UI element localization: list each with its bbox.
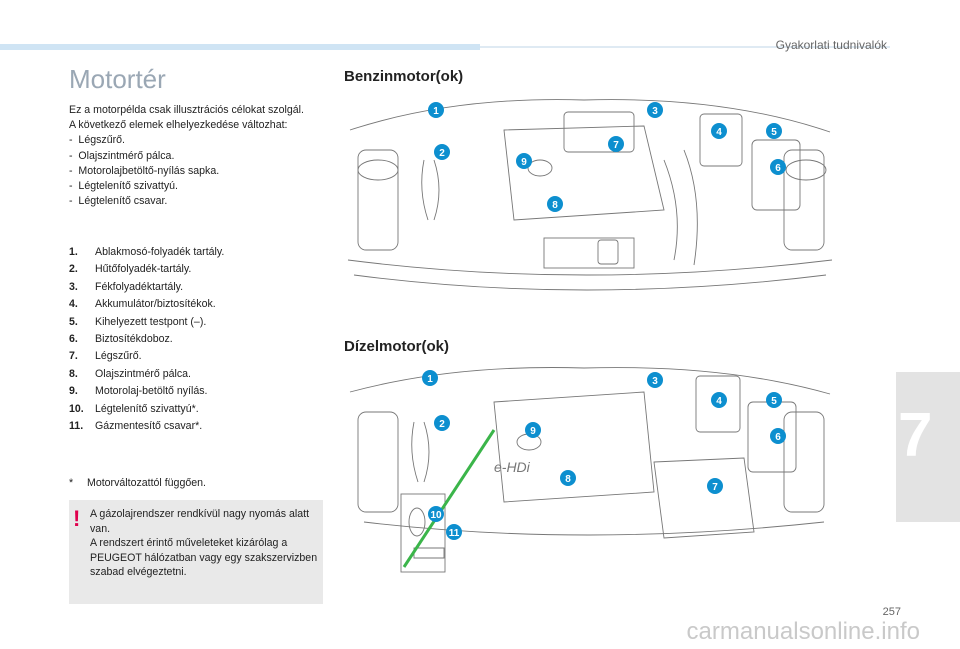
warning-icon: ! xyxy=(73,506,81,531)
intro-line-1: Ez a motorpélda csak illusztrációs célok… xyxy=(69,104,304,116)
list-item: 11.Gázmentesítő csavar*. xyxy=(69,419,203,432)
header-bar xyxy=(0,44,480,50)
list-item: 6.Biztosítékdoboz. xyxy=(69,332,173,345)
intro-text: Ez a motorpélda csak illusztrációs célok… xyxy=(69,103,329,209)
list-item: 3.Fékfolyadéktartály. xyxy=(69,280,184,293)
diesel-engine-illustration: e-HDi 1 2 3 4 5 6 7 8 9 10 11 xyxy=(349,367,831,573)
header-rule xyxy=(480,46,890,48)
list-item: 7.Légszűrő. xyxy=(69,350,142,363)
callout-badge xyxy=(770,159,786,175)
intro-item: - Légszűrő. xyxy=(69,134,125,147)
intro-item: - Olajszintmérő pálca. xyxy=(69,149,175,162)
intro-line-2: A következő elemek elhelyezkedése változ… xyxy=(69,119,288,132)
callout-badge xyxy=(434,415,450,431)
svg-text:1: 1 xyxy=(433,106,439,117)
callout-badge xyxy=(608,136,624,152)
footnote: *Motorváltozattól függően. xyxy=(69,477,206,489)
list-item: 1.Ablakmosó-folyadék tartály. xyxy=(69,246,225,258)
diesel-callouts: 1 2 3 4 5 6 7 8 9 10 11 xyxy=(422,370,786,540)
diesel-heading: Dízelmotor(ok) xyxy=(344,338,449,355)
chapter-number: 7 xyxy=(898,401,933,470)
callout-badge xyxy=(647,102,663,118)
callout-badge xyxy=(428,102,444,118)
svg-text:7: 7 xyxy=(712,482,718,493)
callout-badge xyxy=(446,524,462,540)
svg-text:9: 9 xyxy=(530,426,536,437)
list-item: 2.Hűtőfolyadék-tartály. xyxy=(69,263,192,276)
svg-text:8: 8 xyxy=(552,200,558,211)
callout-badge xyxy=(422,370,438,386)
svg-text:1: 1 xyxy=(427,374,433,385)
chapter-tab xyxy=(896,372,960,522)
callout-badge xyxy=(428,506,444,522)
svg-text:7: 7 xyxy=(613,140,619,151)
bumper-line xyxy=(347,259,833,276)
svg-text:4: 4 xyxy=(716,127,722,138)
list-item: 5.Kihelyezett testpont (–). xyxy=(69,315,207,328)
callout-badge xyxy=(647,372,663,388)
list-item: 10.Légtelenítő szivattyú*. xyxy=(69,402,199,415)
svg-text:2: 2 xyxy=(439,148,445,159)
svg-text:6: 6 xyxy=(775,432,781,443)
watermark: carmanualsonline.info xyxy=(686,618,920,645)
callout-badge xyxy=(711,123,727,139)
component-list: 1.Ablakmosó-folyadék tartály. 2.Hűtőfoly… xyxy=(69,246,319,437)
callout-badge xyxy=(434,144,450,160)
svg-text:11: 11 xyxy=(449,528,460,539)
callout-badge xyxy=(766,392,782,408)
svg-text:9: 9 xyxy=(521,157,527,168)
svg-text:3: 3 xyxy=(652,376,658,387)
callout-badge xyxy=(711,392,727,408)
intro-item: - Motorolajbetöltő-nyílás sapka. xyxy=(69,164,220,177)
petrol-heading: Benzinmotor(ok) xyxy=(344,68,464,85)
list-item: 8.Olajszintmérő pálca. xyxy=(69,367,191,380)
page-number: 257 xyxy=(882,606,901,618)
list-item: 9.Motorolaj-betöltő nyílás. xyxy=(69,385,208,398)
petrol-engine-illustration: 1 2 3 4 5 6 7 8 9 xyxy=(347,99,833,291)
svg-text:3: 3 xyxy=(652,106,658,117)
callout-badge xyxy=(525,422,541,438)
list-item: 4.Akkumulátor/biztosítékok. xyxy=(69,298,216,311)
svg-text:6: 6 xyxy=(775,163,781,174)
intro-item: - Légtelenítő szivattyú. xyxy=(69,180,178,193)
warning-text: A gázolajrendszer rendkívül nagy nyomás … xyxy=(90,508,318,579)
callout-badge xyxy=(560,470,576,486)
svg-text:10: 10 xyxy=(430,510,442,521)
svg-text:5: 5 xyxy=(771,127,777,138)
callout-badge xyxy=(770,428,786,444)
callout-badge xyxy=(766,123,782,139)
page-title: Motortér xyxy=(69,64,166,94)
running-head: Gyakorlati tudnivalók xyxy=(775,38,887,52)
callout-badge xyxy=(707,478,723,494)
warning-box: ! A gázolajrendszer rendkívül nagy nyomá… xyxy=(69,500,323,604)
svg-text:2: 2 xyxy=(439,419,445,430)
petrol-callouts: 1 2 3 4 5 6 7 8 9 xyxy=(428,102,786,212)
highlight-line xyxy=(402,429,496,568)
svg-text:8: 8 xyxy=(565,474,571,485)
svg-text:5: 5 xyxy=(771,396,777,407)
hood-line xyxy=(349,99,831,133)
callout-badge xyxy=(547,196,563,212)
callout-badge xyxy=(516,153,532,169)
svg-text:4: 4 xyxy=(716,396,722,407)
engine-logo: e-HDi xyxy=(494,459,531,475)
intro-item: - Légtelenítő csavar. xyxy=(69,195,168,208)
